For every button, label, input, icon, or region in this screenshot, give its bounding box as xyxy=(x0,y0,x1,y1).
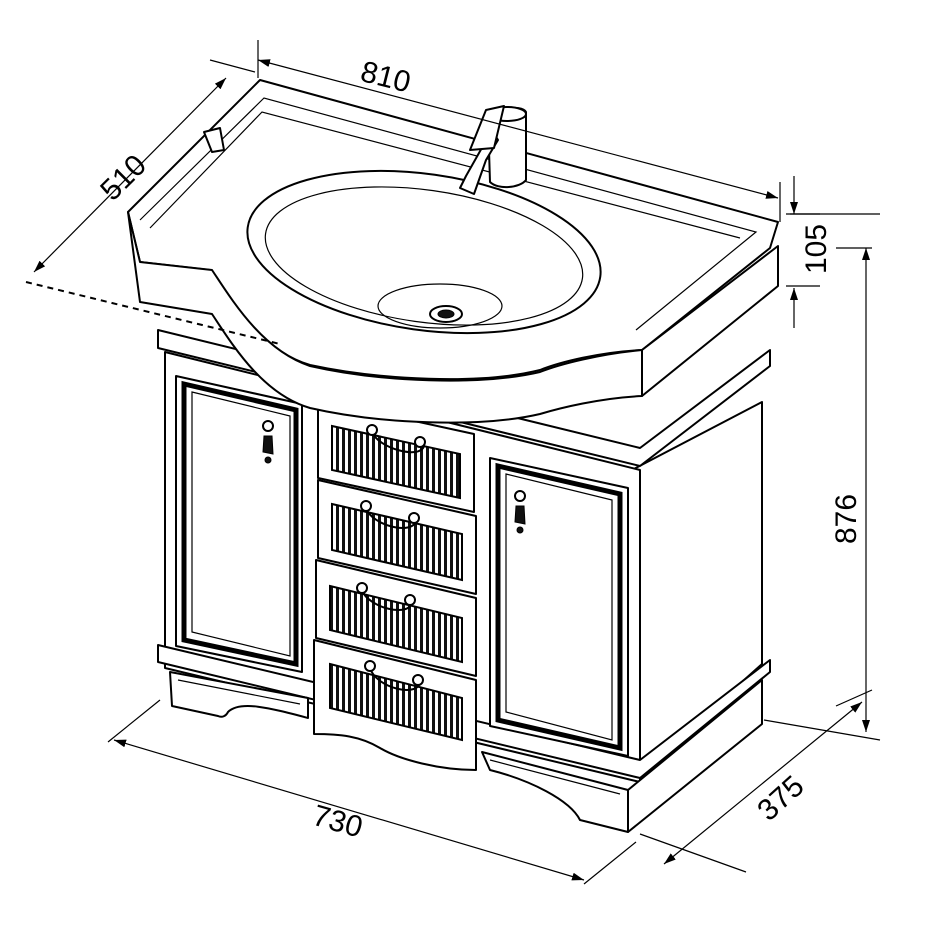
drawer-3[interactable] xyxy=(315,559,477,677)
left-foot xyxy=(169,671,309,719)
dimension-label-810: 810 xyxy=(357,55,414,99)
dim-line-810 xyxy=(257,59,779,199)
drawer-2[interactable] xyxy=(317,479,477,595)
faucet-icon xyxy=(459,105,527,195)
left-door-handle-icon[interactable] xyxy=(262,420,274,464)
basin xyxy=(127,79,779,424)
plinth-band xyxy=(157,644,771,779)
upper-band xyxy=(157,329,771,467)
dimension-lines xyxy=(25,40,881,885)
dimension-label-876: 876 xyxy=(830,494,863,544)
drawer-1-handle-icon[interactable] xyxy=(371,431,425,454)
dim-line-375 xyxy=(663,701,863,865)
dimension-label-730: 730 xyxy=(309,799,366,845)
dimension-label-105: 105 xyxy=(800,224,833,274)
dimension-label-375: 375 xyxy=(751,769,810,827)
right-door-handle-icon[interactable] xyxy=(514,490,526,534)
left-door[interactable] xyxy=(175,375,303,673)
dim-line-730 xyxy=(113,739,585,881)
drawer-1[interactable] xyxy=(317,399,475,513)
dim-line-510 xyxy=(33,77,227,273)
right-door[interactable] xyxy=(489,457,629,757)
drain-icon xyxy=(429,305,463,323)
